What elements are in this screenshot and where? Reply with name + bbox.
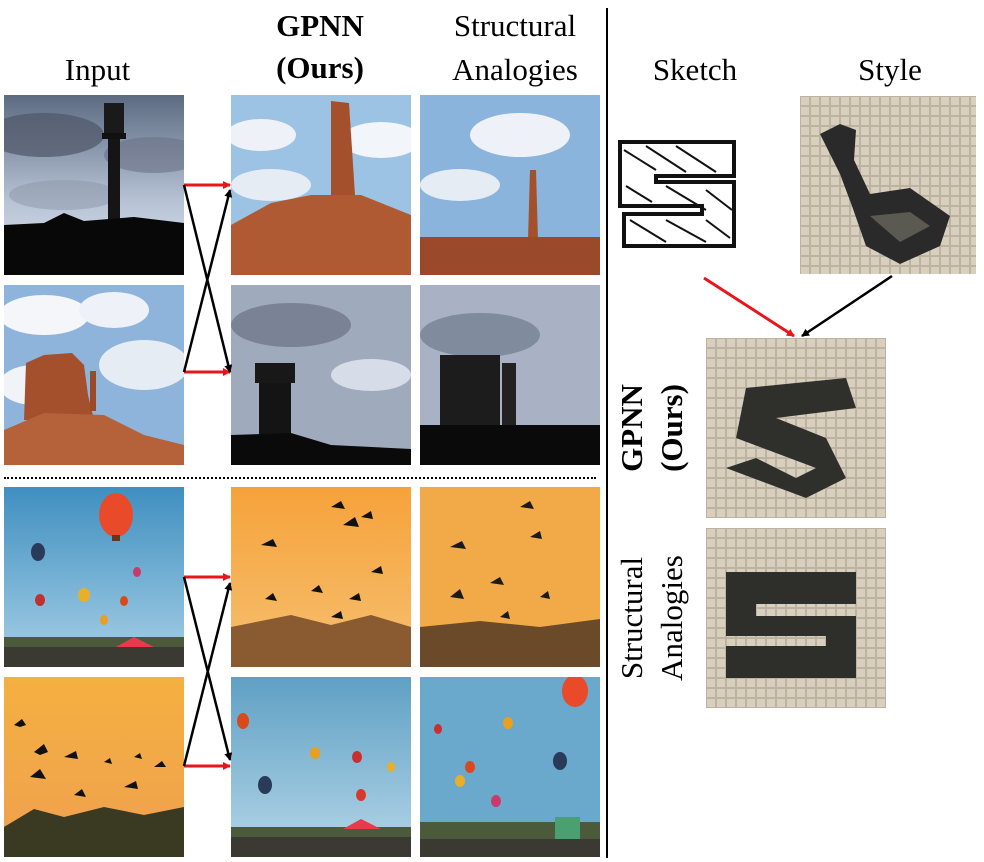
gpnn-birds-image bbox=[231, 487, 411, 667]
gpnn-mosaic-image bbox=[706, 338, 886, 518]
side-label-gpnn-line1: GPNN bbox=[614, 384, 649, 472]
header-sketch: Sketch bbox=[652, 52, 738, 87]
black-arrow-4 bbox=[182, 582, 233, 767]
style-image bbox=[800, 96, 976, 274]
sketch-image bbox=[616, 130, 742, 248]
vertical-divider bbox=[606, 8, 608, 858]
header-style: Style bbox=[858, 52, 922, 87]
side-label-gpnn-line2: (Ours) bbox=[654, 384, 689, 472]
butte-input-image bbox=[4, 285, 184, 465]
sa-butte-image bbox=[420, 95, 600, 275]
header-gpnn-line1: GPNN bbox=[276, 8, 364, 43]
birds-input-image bbox=[4, 677, 184, 857]
header-gpnn-line2: (Ours) bbox=[276, 50, 364, 85]
black-arrow-1 bbox=[182, 184, 233, 373]
gpnn-balloons-image bbox=[231, 677, 411, 857]
gpnn-tower-image bbox=[231, 285, 411, 465]
header-sa-line2: Analogies bbox=[452, 52, 578, 87]
balloons-input-image bbox=[4, 487, 184, 667]
black-arrow-style bbox=[801, 274, 893, 338]
black-arrow-2 bbox=[182, 189, 233, 373]
gpnn-butte-image bbox=[231, 95, 411, 275]
sa-mosaic-image bbox=[706, 528, 886, 708]
red-arrow-sketch bbox=[703, 276, 795, 338]
sa-balloons-image bbox=[420, 677, 600, 857]
sa-tower-image bbox=[420, 285, 600, 465]
side-label-sa-line2: Analogies bbox=[654, 555, 689, 681]
black-arrow-3 bbox=[182, 576, 233, 761]
tower-input-image bbox=[4, 95, 184, 275]
dotted-divider bbox=[4, 477, 596, 479]
header-input: Input bbox=[64, 52, 131, 87]
header-sa-line1: Structural bbox=[453, 8, 577, 43]
sa-birds-image bbox=[420, 487, 600, 667]
side-label-sa-line1: Structural bbox=[614, 556, 649, 680]
